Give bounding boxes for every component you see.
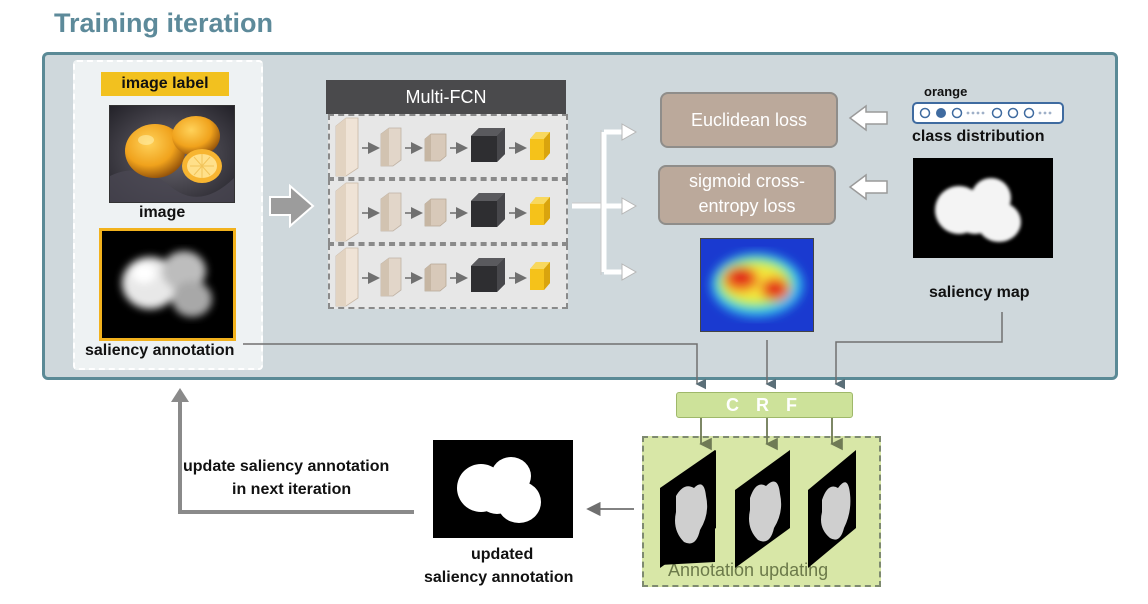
update-note-line2: in next iteration <box>232 481 352 498</box>
euclidean-loss-label: Euclidean loss <box>690 110 808 130</box>
class-name-label: orange <box>924 84 968 99</box>
sigmoid-loss-line2: entropy loss <box>698 196 796 216</box>
multi-fcn-header: Multi-FCN <box>326 80 566 114</box>
saliency-annotation-image <box>99 228 236 341</box>
updating-mask-3 <box>808 450 856 568</box>
page-title: Training iteration <box>54 8 274 38</box>
crf-output-arrows <box>699 418 843 451</box>
crf-connectors <box>243 312 1003 390</box>
image-caption: image <box>139 204 186 221</box>
oranges-photo <box>110 106 234 202</box>
sigmoid-loss-box: sigmoid cross- entropy loss <box>658 165 836 225</box>
euclidean-loss-box: Euclidean loss <box>660 92 838 148</box>
sigmoid-loss-line1: sigmoid cross- <box>688 171 806 191</box>
fork-arrows <box>572 129 624 275</box>
saliency-annotation-caption: saliency annotation <box>85 342 235 359</box>
blurry-annotation-mask <box>122 251 212 317</box>
input-arrow-icon <box>269 183 315 229</box>
updated-label-line1: updated <box>471 546 534 563</box>
updated-label-line2: saliency annotation <box>424 569 574 586</box>
class-distribution-label: class distribution <box>912 128 1045 145</box>
input-image <box>109 105 235 203</box>
saliency-map-image <box>913 158 1053 258</box>
saliency-map-mask <box>935 178 1021 242</box>
saliency-map-label: saliency map <box>929 284 1030 301</box>
updated-mask <box>457 457 541 523</box>
fcn-branch-2 <box>328 179 568 244</box>
class-distribution-vector <box>912 102 1064 124</box>
prediction-heatmap <box>700 238 814 332</box>
updating-mask-1 <box>660 450 716 568</box>
feedback-arrow <box>178 400 414 514</box>
class-to-euclidean-arrow-icon <box>848 104 888 132</box>
update-note-line1: update saliency annotation <box>183 458 390 475</box>
updated-saliency-annotation-image <box>433 440 573 538</box>
fork-arrowheads <box>621 123 638 281</box>
image-label-tag: image label <box>101 72 229 96</box>
fcn-branch-3 <box>328 244 568 309</box>
crf-box: C R F <box>676 392 853 418</box>
annotation-updating-label: Annotation updating <box>668 560 829 580</box>
feedback-arrowhead-icon <box>171 388 189 402</box>
updating-mask-2 <box>735 450 790 568</box>
map-to-sigmoid-arrow-icon <box>848 173 888 201</box>
heatmap-graphic <box>701 239 813 331</box>
fcn-layers <box>336 117 550 306</box>
